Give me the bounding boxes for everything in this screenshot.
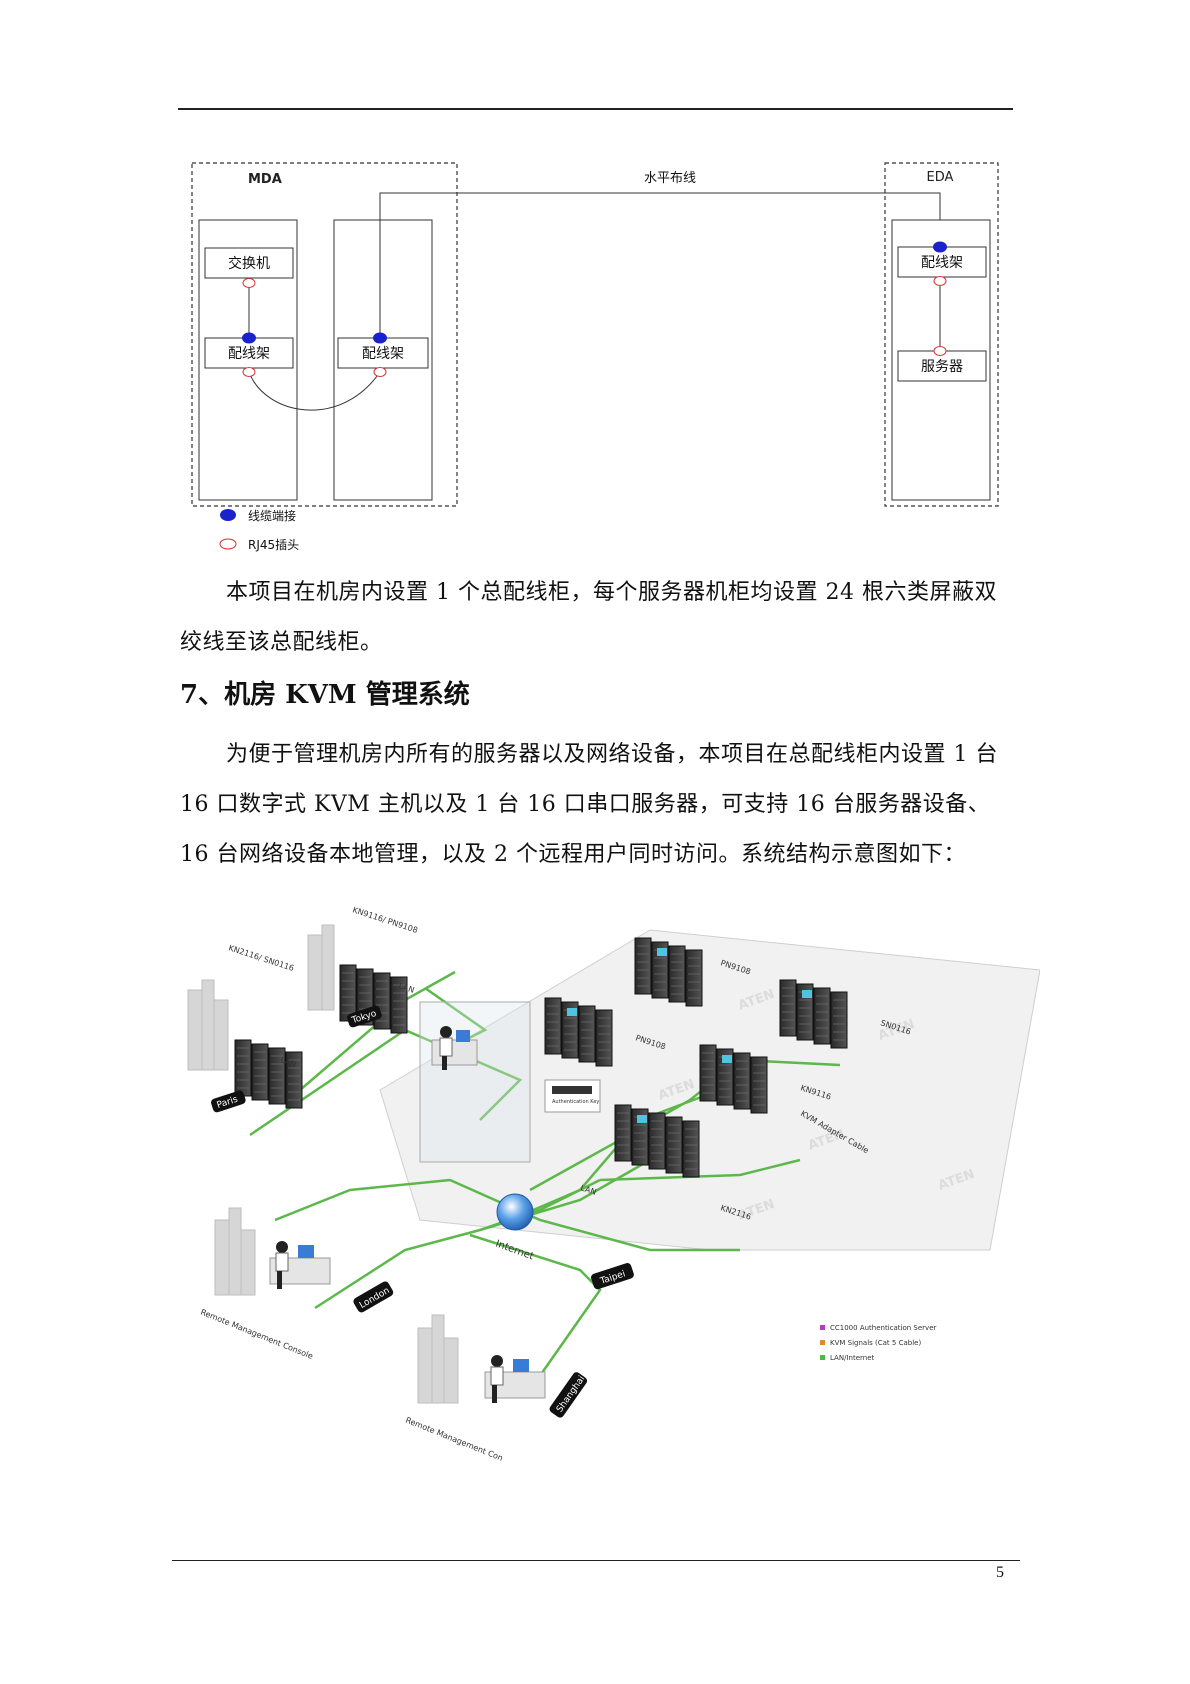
mda-zone <box>191 162 458 507</box>
server-rack <box>750 1056 768 1114</box>
legend-label: CC1000 Authentication Server <box>830 1324 937 1332</box>
eda-label: EDA <box>927 170 954 185</box>
eda-zone <box>884 162 999 507</box>
legend-swatch <box>820 1340 825 1345</box>
label-remote-console-1: Remote Management Console <box>199 1308 314 1361</box>
label-kn9116-pn9108: KN9116/ PN9108 <box>351 905 418 935</box>
server-rack <box>390 976 408 1034</box>
server-rack <box>682 1120 700 1178</box>
rj45-switch <box>242 278 256 288</box>
server-label: 服务器 <box>921 359 963 375</box>
horizontal-cable-label: 水平布线 <box>644 171 696 186</box>
section-heading: 7、机房 KVM 管理系统 <box>180 680 470 710</box>
rack-cluster <box>779 979 848 1049</box>
monitor-icon <box>802 990 812 998</box>
server-rack <box>268 1047 286 1105</box>
termination-left <box>242 332 256 344</box>
remote-console-shanghai <box>484 1355 546 1403</box>
site-badges: Paris Tokyo London Taipei Shanghai <box>211 1005 634 1418</box>
header-rule <box>178 108 1013 110</box>
auth-key-card: Authentication Key <box>544 1079 601 1113</box>
server-box <box>897 350 987 382</box>
switch-label: 交换机 <box>228 255 270 272</box>
rj45-eda-pp <box>933 276 947 286</box>
rack-cluster <box>699 1044 768 1114</box>
server-rack <box>779 979 797 1037</box>
rj45-right-pp <box>373 367 387 377</box>
termination-right <box>373 332 387 344</box>
legend-label: LAN/Internet <box>830 1354 874 1362</box>
rj45-left-pp <box>242 367 256 377</box>
rack-cluster <box>614 1104 700 1178</box>
buildings <box>187 924 459 1404</box>
kvm-system-figure: ATEN ATEN ATEN ATEN ATEN ATEN <box>187 905 1040 1463</box>
server-rack <box>373 972 391 1030</box>
label-remote-console-2: Remote Management Con <box>404 1416 504 1463</box>
paragraph-cabinet: 本项目在机房内设置 1 个总配线柜，每个服务器机柜均设置 24 根六类屏蔽双绞线… <box>180 580 997 655</box>
legend-swatch <box>820 1355 825 1360</box>
legend-rj45-icon <box>219 538 237 550</box>
server-rack <box>544 997 562 1055</box>
server-rack <box>648 1112 666 1170</box>
label-kn2116-sn0116: KN2116/ SN0116 <box>227 943 295 973</box>
mda-label: MDA <box>248 172 282 187</box>
legend-rj45-label: RJ45插头 <box>248 538 299 552</box>
operator-center <box>431 1026 478 1070</box>
server-rack <box>595 1009 613 1067</box>
server-rack <box>813 987 831 1045</box>
remote-console-london <box>269 1241 331 1289</box>
monitor-icon <box>722 1055 732 1063</box>
monitor-icon <box>657 948 667 956</box>
rack-cluster <box>634 937 703 1007</box>
legend-label: KVM Signals (Cat 5 Cable) <box>830 1339 921 1347</box>
patch-panel-left-label: 配线架 <box>228 346 270 362</box>
glass-room <box>419 1001 531 1163</box>
server-rack <box>733 1052 751 1110</box>
rack-cluster <box>544 997 613 1067</box>
monitor-icon <box>637 1115 647 1123</box>
footer-rule <box>172 1560 1020 1561</box>
server-racks <box>234 937 848 1178</box>
cabling-diagram: MDA 交换机 配线架 配线架 水平布线 EDA 配线架 服务器 线缆端接 RJ… <box>191 162 999 552</box>
server-rack <box>251 1043 269 1101</box>
page-number: 5 <box>996 1564 1004 1581</box>
internet-globe-icon <box>496 1193 534 1231</box>
server-rack <box>285 1051 303 1109</box>
svg-text:Authentication Key: Authentication Key <box>552 1099 599 1105</box>
server-rack <box>668 945 686 1003</box>
legend-termination-label: 线缆端接 <box>248 508 296 523</box>
legend-termination-icon <box>220 509 236 521</box>
legend-swatch <box>820 1325 825 1330</box>
paragraph-kvm: 为便于管理机房内所有的服务器以及网络设备，本项目在总配线柜内设置 1 台 16 … <box>180 742 998 867</box>
server-rack <box>665 1116 683 1174</box>
termination-eda <box>933 241 947 253</box>
server-rack <box>830 991 848 1049</box>
monitor-icon <box>567 1008 577 1016</box>
server-rack <box>685 949 703 1007</box>
eda-patch-panel-label: 配线架 <box>921 255 963 271</box>
server-rack <box>634 937 652 995</box>
rack-cluster <box>234 1039 303 1109</box>
rj45-server <box>933 346 947 356</box>
server-rack <box>578 1005 596 1063</box>
internet-label: Internet <box>494 1238 535 1262</box>
server-rack <box>699 1044 717 1102</box>
patch-panel-right-label: 配线架 <box>362 346 404 362</box>
server-rack <box>614 1104 632 1162</box>
server-rack <box>234 1039 252 1097</box>
